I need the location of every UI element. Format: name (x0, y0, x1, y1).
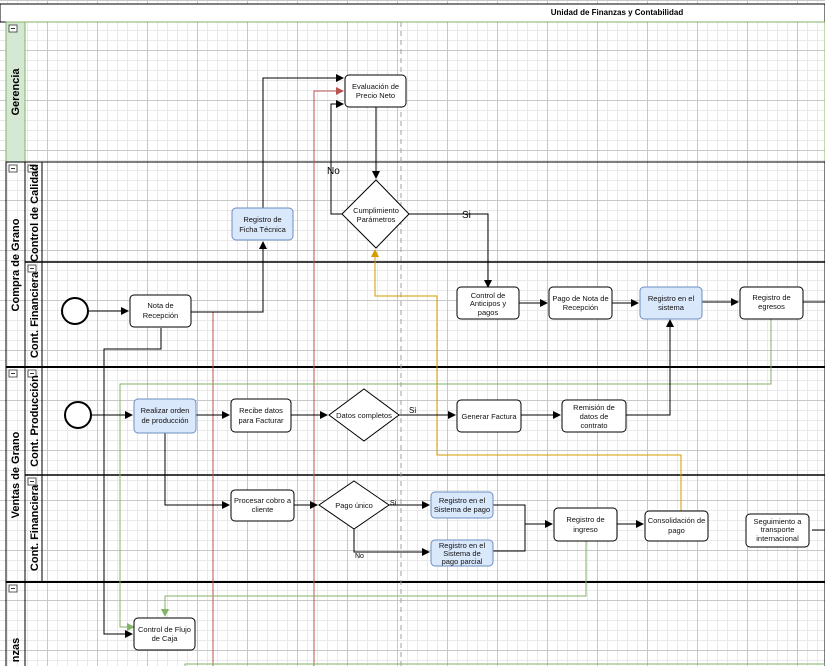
node-datos[interactable]: Datos completos (328, 388, 400, 442)
connector-green-3 (184, 663, 825, 666)
connector-green-2 (161, 541, 587, 617)
connector-red-1 (191, 311, 214, 666)
pool-label-bottom: nzas (10, 638, 22, 662)
node-pago-unico[interactable]: Pago único (318, 480, 390, 530)
lane-label-cont-financiera-1: Cont. Financiera (29, 271, 41, 358)
connector (103, 328, 162, 638)
start-event[interactable] (61, 297, 89, 325)
connector-green-1 (119, 319, 772, 631)
svg-text:Generar Factura: Generar Factura (461, 412, 517, 421)
svg-text:Datos completos: Datos completos (336, 411, 392, 420)
edge-label-si: Si (390, 500, 397, 507)
pool-compra-frame (5, 161, 825, 368)
pool-label-gerencia: Gerencia (10, 68, 22, 116)
connector (262, 74, 344, 208)
pool-label-compra: Compra de Grano (10, 218, 22, 311)
connector (626, 319, 674, 416)
pool-gerencia-frame (5, 21, 825, 163)
svg-text:Pago único: Pago único (335, 501, 373, 510)
connector-orange (371, 249, 682, 511)
lane-label-cont-financiera-2: Cont. Financiera (29, 484, 41, 571)
connector (164, 433, 230, 509)
connector-red-2 (313, 87, 344, 666)
connector (493, 504, 526, 552)
connector (409, 213, 492, 288)
lane-label-control-calidad: Control de Calidad (29, 164, 41, 262)
connector (330, 100, 344, 215)
edge-label-si: Si (462, 210, 471, 221)
start-event[interactable] (64, 401, 92, 429)
connector (353, 528, 430, 556)
pool-label-ventas: Ventas de Grano (10, 431, 22, 518)
diagram-title: Unidad de Finanzas y Contabilidad (551, 8, 684, 17)
node-factura[interactable]: Generar Factura (456, 399, 522, 433)
pool-bottom-frame (5, 581, 825, 666)
connector (191, 241, 267, 313)
edge-label-no: No (327, 166, 340, 177)
diagram-header (0, 3, 825, 23)
lane-label-cont-produccion: Cont. Producción (29, 375, 41, 467)
edge-label-si: Si (409, 406, 416, 415)
edge-label-no: No (355, 553, 364, 560)
